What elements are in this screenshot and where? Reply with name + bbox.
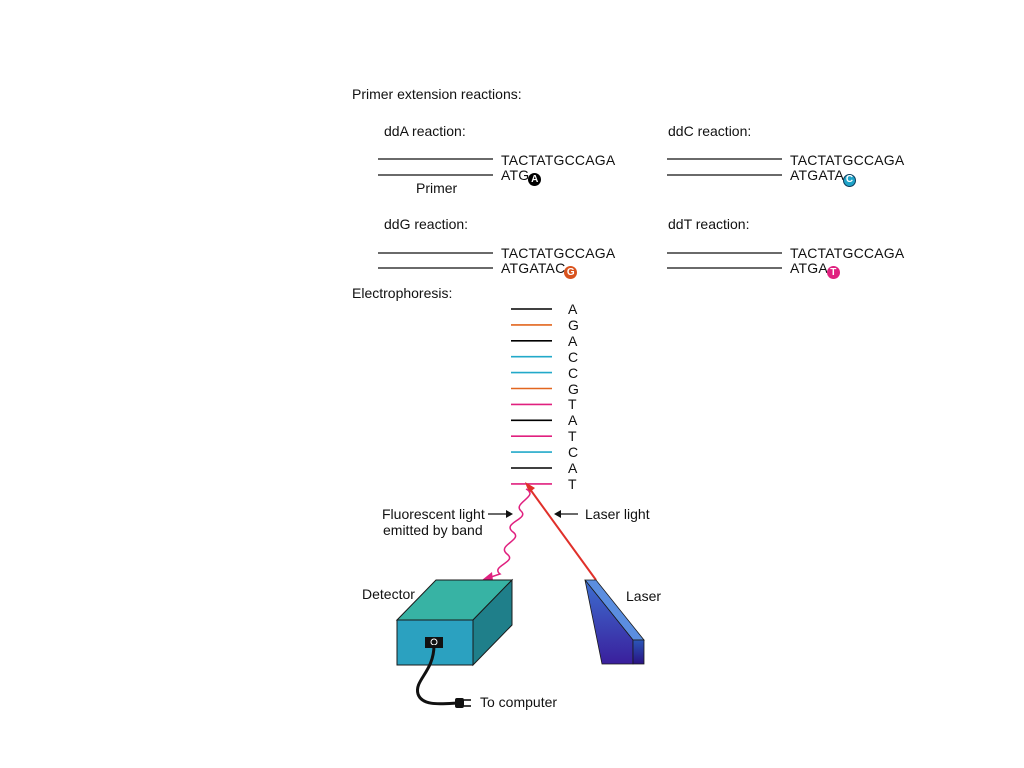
laser-label: Laser [626, 588, 662, 604]
strand-lines [378, 158, 782, 269]
ddT-product-seq: ATGA [790, 260, 828, 276]
ddC-product-seq: ATGATA [790, 167, 845, 183]
ddC-terminal-dot: C [843, 174, 857, 187]
ddC-reaction-label: ddC reaction: [668, 123, 752, 139]
fluorescent-label-line1: Fluorescent light [382, 506, 485, 522]
band-base-letter: G [568, 380, 579, 397]
band-base-letter: T [568, 475, 577, 492]
primer-extension-heading: Primer extension reactions: [352, 86, 522, 102]
detector-label: Detector [362, 586, 415, 602]
band-base-letter: A [568, 301, 578, 317]
plug-icon [455, 698, 471, 708]
gel-bands [511, 308, 552, 485]
ddC-template-seq: TACTATGCCAGA [790, 152, 905, 168]
ddT-reaction-label: ddT reaction: [668, 216, 750, 232]
laser-light-arrowhead [554, 510, 561, 518]
laser-side [632, 639, 645, 665]
band-base-letter: C [568, 444, 579, 461]
band-base-letter: A [568, 332, 578, 349]
ddG-template-seq: TACTATGCCAGA [501, 245, 616, 261]
computer-cable [416, 644, 458, 706]
ddA-product-seq: ATG [501, 167, 530, 183]
band-base-letter: T [568, 428, 577, 445]
emission-wave [487, 488, 531, 579]
band-base-letter: C [568, 364, 579, 381]
laser-device [584, 579, 645, 665]
detector [395, 578, 514, 667]
band-base-letter: A [568, 460, 578, 476]
electrophoresis-heading: Electrophoresis: [352, 285, 453, 301]
ddT-template-seq: TACTATGCCAGA [790, 245, 905, 261]
fluorescent-arrowhead [506, 510, 513, 518]
to-computer-label: To computer [480, 694, 558, 710]
laser-beam [526, 484, 597, 581]
band-base-letter: C [568, 348, 579, 365]
primer-label: Primer [416, 180, 458, 196]
band-base-letter: G [568, 316, 579, 333]
ddG-product-seq: ATGATAC [501, 260, 566, 276]
ddA-reaction-label: ddA reaction: [384, 123, 466, 139]
ddG-terminal-dot: G [564, 266, 578, 279]
detector-port [425, 637, 443, 648]
emission-arrowhead [482, 572, 493, 581]
laser-beam-arrowhead [525, 482, 535, 493]
ddA-terminal-dot: A [528, 173, 542, 186]
laser-light-label: Laser light [585, 506, 650, 522]
fluorescent-label-line2: emitted by band [383, 522, 483, 538]
ddA-template-seq: TACTATGCCAGA [501, 152, 616, 168]
band-base-letter: A [568, 412, 578, 429]
ddG-reaction-label: ddG reaction: [384, 216, 469, 232]
band-base-letter: T [568, 396, 577, 413]
ddT-terminal-dot: T [826, 266, 840, 279]
